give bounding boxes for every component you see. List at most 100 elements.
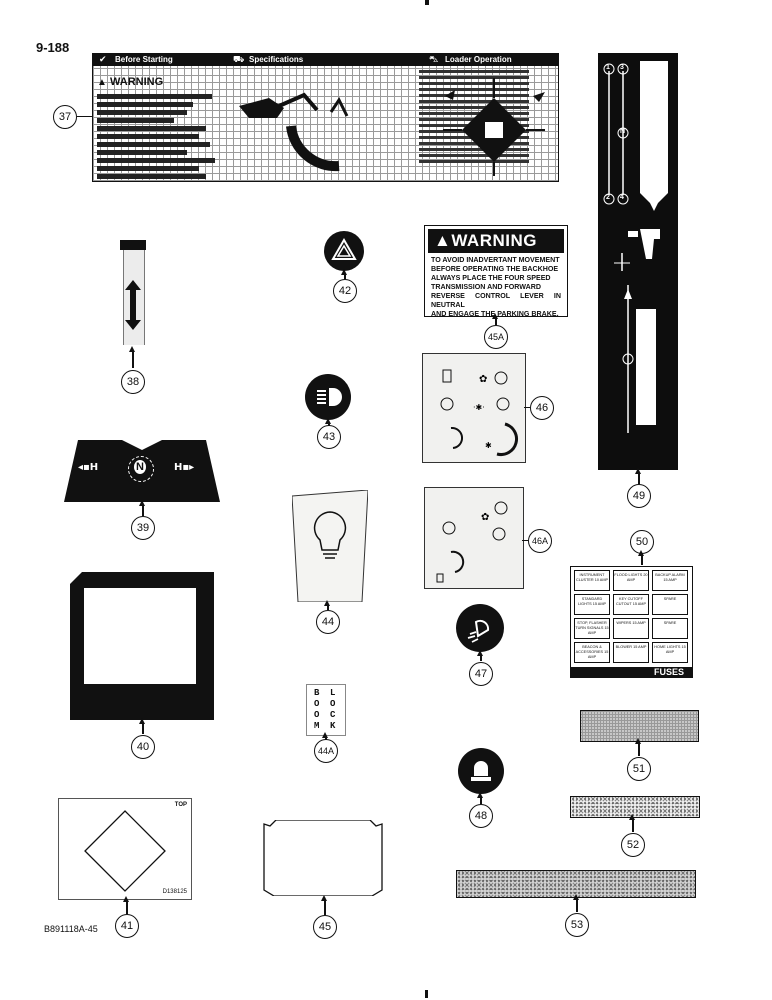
callout-47: 47 bbox=[469, 662, 493, 686]
fuse-cell: FLOOD LIGHTS 20 AMP bbox=[613, 570, 649, 591]
decal-header-loader-operation: Loader Operation bbox=[423, 54, 558, 66]
headlight-decal-43 bbox=[305, 374, 351, 420]
decal-warning-text: WARNING bbox=[109, 76, 164, 88]
fuse-cell: SPARE bbox=[652, 618, 688, 639]
neutral-symbol bbox=[128, 456, 154, 482]
page-number: 9-188 bbox=[36, 40, 70, 55]
leader-44 bbox=[324, 600, 330, 610]
part-number: D138125 bbox=[162, 889, 187, 895]
boom-letter-m: M bbox=[314, 721, 320, 731]
lamp-decal-44 bbox=[291, 489, 369, 603]
instruction-decal-37: Before Starting Specifications Loader Op… bbox=[92, 53, 559, 182]
callout-42: 42 bbox=[333, 279, 357, 303]
console-marker-n: N bbox=[620, 128, 626, 135]
callout-43: 43 bbox=[317, 425, 341, 449]
warning-decal-45a: ▲WARNING TO AVOID INADVERTANT MOVEMENT B… bbox=[424, 225, 568, 319]
fuse-cell: BACKUP ALARM 15 AMP bbox=[652, 570, 688, 591]
lock-column: L O C K bbox=[330, 688, 335, 732]
check-icon: ✔ bbox=[99, 55, 107, 65]
reflector-strip-53 bbox=[456, 870, 696, 898]
callout-44: 44 bbox=[316, 610, 340, 634]
callout-39: 39 bbox=[131, 516, 155, 540]
leader-51 bbox=[635, 738, 641, 756]
callout-45: 45 bbox=[313, 915, 337, 939]
callout-51: 51 bbox=[627, 757, 651, 781]
warning-line-1: TO AVOID INADVERTANT MOVEMENT bbox=[431, 256, 560, 264]
decal-header-before-starting: Before Starting bbox=[93, 54, 243, 66]
boom-lock-decal-44a: B O O M L O C K bbox=[306, 684, 346, 736]
warning-text: TO AVOID INADVERTANT MOVEMENT BEFORE OPE… bbox=[431, 256, 561, 319]
callout-44a: 44A bbox=[314, 739, 338, 763]
fuses-title: FUSES bbox=[571, 667, 692, 677]
callout-49: 49 bbox=[627, 484, 651, 508]
bottom-mark bbox=[425, 990, 428, 998]
console-marker-4: 4 bbox=[620, 194, 624, 201]
decal-header-specifications: Specifications bbox=[227, 54, 437, 66]
loader-control-diagram bbox=[443, 78, 545, 176]
warning-heading-text: WARNING bbox=[451, 231, 537, 250]
lock-letter-k: K bbox=[330, 721, 336, 731]
diamond-decal-41: TOP D138125 bbox=[58, 798, 192, 900]
fuse-cell: WIPERS 15 AMP bbox=[613, 618, 649, 639]
leader-50 bbox=[638, 550, 644, 565]
callout-40: 40 bbox=[131, 735, 155, 759]
reflector-strip-52 bbox=[570, 796, 700, 818]
drawing-code: B891118A-45 bbox=[44, 924, 98, 934]
hazard-triangle-icon bbox=[331, 238, 357, 260]
fuse-cell: HOME LIGHTS 15 AMP bbox=[652, 642, 688, 663]
fuse-cell: BEACON & ACCESSORIES 15 AMP bbox=[574, 642, 610, 663]
callout-52: 52 bbox=[621, 833, 645, 857]
switch-panel-46a: ✿ bbox=[424, 487, 524, 589]
boom-letter-b: B bbox=[314, 688, 320, 698]
leader-41 bbox=[123, 896, 129, 914]
top-label: TOP bbox=[174, 802, 187, 808]
leader-46a bbox=[522, 540, 528, 541]
callout-46: 46 bbox=[530, 396, 554, 420]
left-arrow-icon: ◂▪H bbox=[78, 462, 99, 473]
warning-triangle-icon: ▲ bbox=[434, 231, 452, 250]
warning-line-4: TRANSMISSION AND FORWARD bbox=[431, 283, 541, 291]
console-marker-3: 3 bbox=[620, 64, 624, 71]
lock-letter-l: L bbox=[330, 688, 336, 698]
callout-45a: 45A bbox=[484, 325, 508, 349]
reflector-strip-51 bbox=[580, 710, 699, 742]
leader-52 bbox=[629, 814, 635, 832]
switch-panel-46a-symbols: ✿ bbox=[436, 501, 508, 583]
leader-47 bbox=[477, 650, 483, 661]
leader-45a bbox=[492, 313, 498, 325]
neutral-decal-39: ◂▪H N H▪▸ bbox=[64, 440, 220, 502]
beacon-decal-48 bbox=[458, 748, 504, 794]
decal-warning: ▲ WARNING bbox=[97, 76, 209, 88]
callout-38: 38 bbox=[121, 370, 145, 394]
narrow-decal-38 bbox=[118, 240, 148, 348]
boom-column: B O O M bbox=[314, 688, 319, 732]
warning-line-3: ALWAYS PLACE THE FOUR SPEED bbox=[431, 274, 551, 282]
console-decal-49: 1 3 2 4 N bbox=[598, 53, 678, 470]
fuse-cell: BLOWER 15 AMP bbox=[613, 642, 649, 663]
svg-text:✿: ✿ bbox=[479, 374, 487, 385]
warning-line-2: BEFORE OPERATING THE BACKHOE bbox=[431, 265, 559, 273]
svg-text:✿: ✿ bbox=[481, 512, 489, 523]
top-mark bbox=[425, 0, 429, 5]
leader-45 bbox=[321, 895, 327, 915]
headlight-icon bbox=[317, 388, 342, 406]
leader-38 bbox=[129, 346, 135, 368]
right-arrow-icon: H▪▸ bbox=[174, 462, 195, 473]
neutral-letter: N bbox=[134, 460, 146, 474]
window-frame-40 bbox=[70, 572, 214, 720]
callout-37: 37 bbox=[53, 105, 77, 129]
switch-panel-46: ✿ ·✱· ✱ bbox=[422, 353, 526, 463]
callout-41: 41 bbox=[115, 914, 139, 938]
leader-43 bbox=[325, 418, 331, 426]
leader-49 bbox=[635, 468, 641, 484]
fuse-decal-50: INSTRUMENT CLUSTER 10 AMP FLOOD LIGHTS 2… bbox=[570, 566, 693, 678]
lock-letter-c: C bbox=[330, 710, 336, 720]
panel-decal-45 bbox=[263, 820, 383, 896]
console-decal-graphics bbox=[603, 61, 668, 433]
lamp-decal-outline bbox=[291, 489, 369, 603]
svg-text:·✱·: ·✱· bbox=[473, 403, 485, 412]
svg-text:✱: ✱ bbox=[485, 441, 492, 450]
decal-38-top-band bbox=[120, 240, 146, 250]
double-arrow-icon bbox=[125, 280, 141, 330]
leader-44a bbox=[322, 732, 328, 740]
